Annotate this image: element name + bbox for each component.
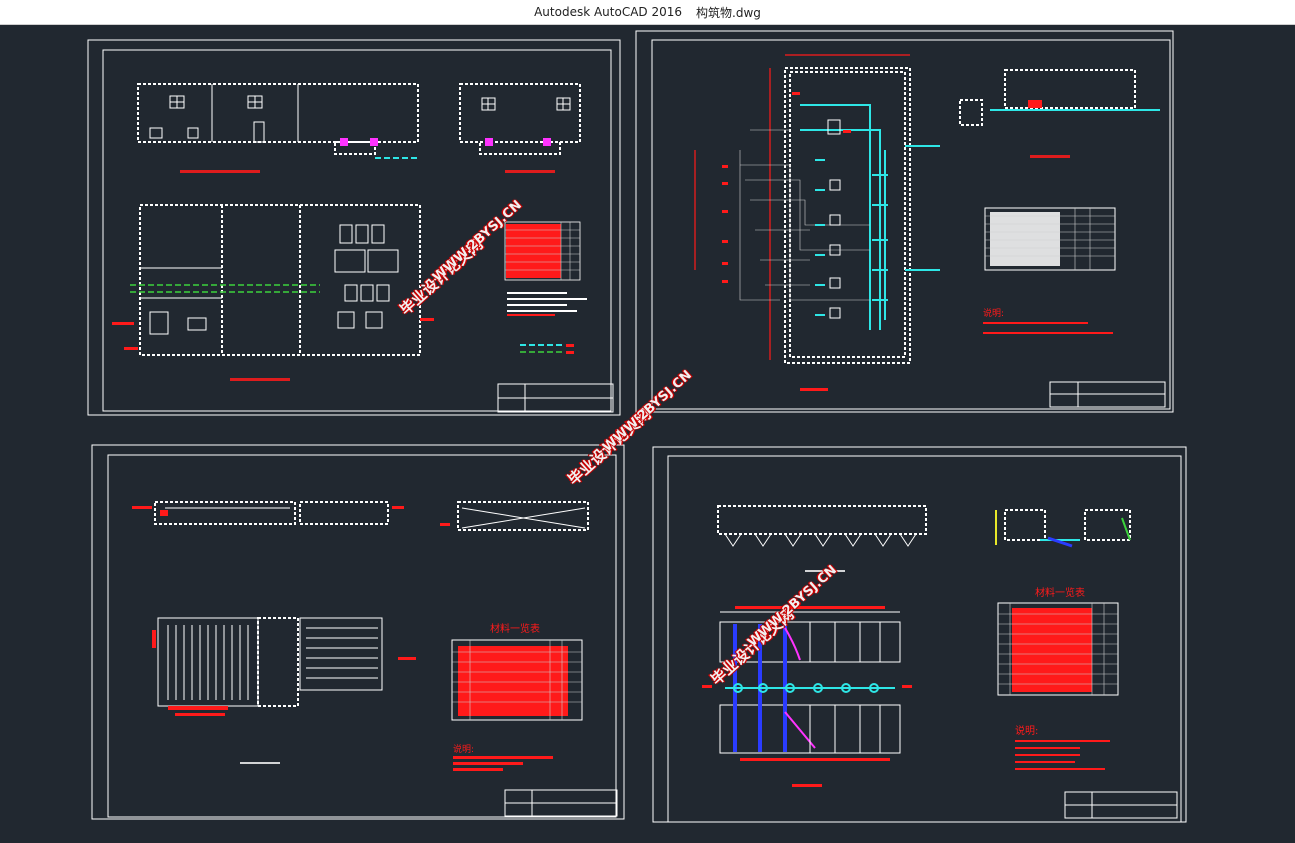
app-title: Autodesk AutoCAD 2016 — [534, 5, 683, 19]
cad-drawing: .w { stroke:#ffffff; fill:none; stroke-w… — [87, 30, 1187, 823]
sheet-top-left[interactable] — [87, 39, 621, 416]
sheet-bottom-right[interactable]: 材料一览表 说明: — [652, 446, 1187, 823]
sheet-top-right[interactable]: 说明: — [635, 30, 1174, 413]
drawing-canvas[interactable]: .w { stroke:#ffffff; fill:none; stroke-w… — [0, 24, 1295, 838]
br-table-title: 材料一览表 — [1035, 586, 1085, 599]
file-name: 构筑物.dwg — [696, 5, 761, 20]
bl-table-title: 材料一览表 — [490, 622, 540, 635]
window-title-bar: Autodesk AutoCAD 2016 构筑物.dwg — [0, 0, 1295, 25]
top-right-note-heading: 说明: — [983, 307, 1004, 319]
sheet-bottom-left[interactable]: 材料一览表 说明: — [91, 444, 625, 820]
br-note-heading: 说明: — [1015, 724, 1038, 737]
bl-note-heading: 说明: — [453, 743, 474, 755]
